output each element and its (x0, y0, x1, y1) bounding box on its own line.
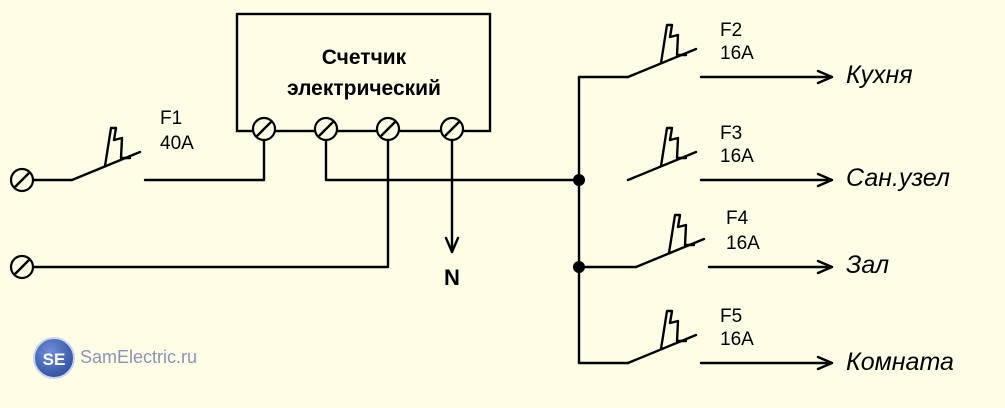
meter-title-line2: электрический (287, 77, 441, 100)
meter-terminal-2 (313, 116, 339, 142)
f4-name: F4 (726, 208, 749, 229)
breaker-trip-symbol (103, 126, 132, 168)
f3-load-label: Сан.узел (846, 164, 950, 192)
samelectric-logo (33, 337, 75, 379)
meter-terminal-4 (439, 116, 465, 142)
branch-f4: F4 16A Зал (577, 208, 889, 279)
f3-name: F3 (720, 123, 742, 144)
f5-name: F5 (720, 306, 742, 327)
f3-rating: 16A (720, 146, 754, 167)
meter-terminal-3 (375, 116, 401, 142)
junction-dot (573, 174, 585, 186)
input-neutral-terminal (9, 254, 35, 280)
distribution-bus (573, 75, 585, 365)
f2-rating: 16A (720, 43, 754, 64)
watermark-text: SamElectric.ru (80, 347, 197, 367)
meter-box: Счетчик электрический (235, 12, 492, 133)
main-breaker-f1: F1 40A (31, 108, 266, 182)
logo-lettering: SE (43, 350, 66, 369)
f4-rating: 16A (726, 233, 760, 254)
meter-terminals (251, 116, 465, 142)
f2-load-label: Кухня (846, 61, 913, 89)
meter-wiring: N (31, 138, 581, 290)
f2-name: F2 (720, 20, 742, 41)
f4-load-label: Зал (846, 251, 889, 279)
f5-load-label: Комната (846, 348, 954, 376)
f1-name: F1 (160, 108, 182, 129)
branch-f2: F2 16A Кухня (577, 20, 913, 89)
f5-rating: 16A (720, 329, 754, 350)
watermark: SE SamElectric.ru (33, 337, 197, 379)
f1-rating: 40A (160, 133, 194, 154)
meter-title-line1: Счетчик (322, 46, 407, 69)
meter-terminal-1 (251, 116, 277, 142)
input-phase-terminal (9, 167, 35, 193)
branch-f3: F3 16A Сан.узел (626, 123, 950, 192)
branch-f5: F5 16A Комната (577, 306, 954, 376)
neutral-label: N (444, 265, 460, 290)
